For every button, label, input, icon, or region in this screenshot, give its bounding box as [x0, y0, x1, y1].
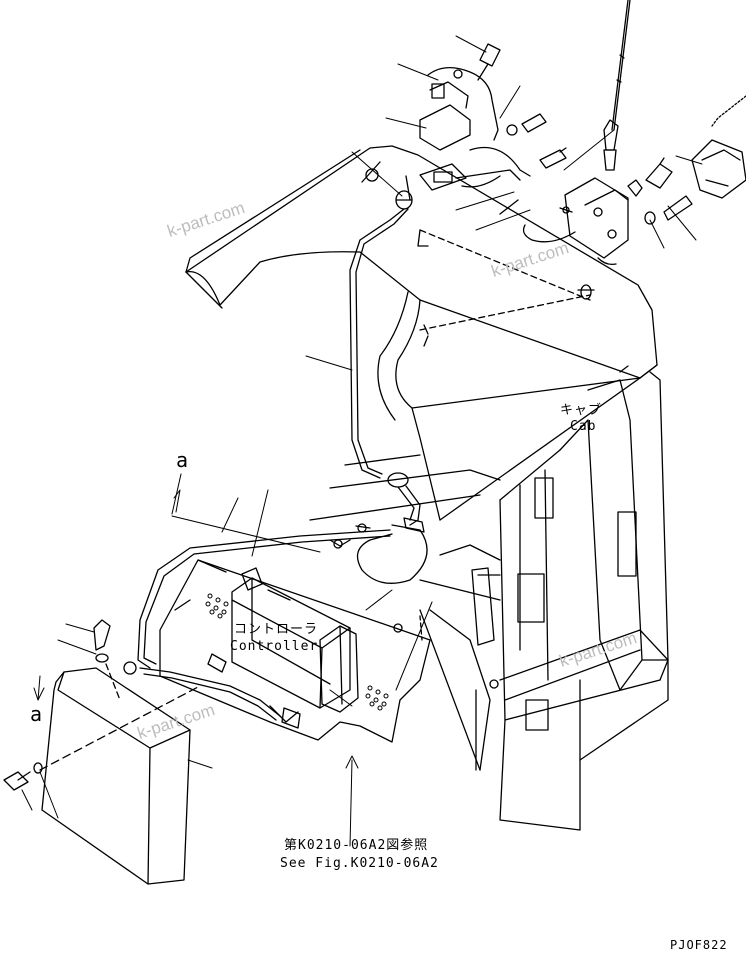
- top-bracket-assembly: [405, 43, 567, 215]
- cab-frame: [185, 145, 669, 831]
- antenna-assembly: [522, 0, 746, 266]
- harness: [123, 190, 428, 723]
- reference-label-en: See Fig.K0210-06A2: [280, 856, 439, 871]
- leader-lines: [21, 35, 703, 847]
- controller-label-en: Controller: [230, 639, 319, 654]
- view-marker-lower: a: [30, 702, 44, 726]
- reference-label-jp: 第K0210-06A2図参照: [284, 838, 429, 853]
- view-marker-upper: a: [176, 448, 190, 472]
- controller-label-jp: コントローラ: [234, 622, 319, 637]
- cab-label-en: Cab: [570, 419, 597, 434]
- controller-assembly: [159, 559, 499, 771]
- cab-label-jp: キャブ: [560, 403, 603, 418]
- figure-code: PJOF822: [670, 938, 728, 952]
- cover-plate: [3, 619, 201, 885]
